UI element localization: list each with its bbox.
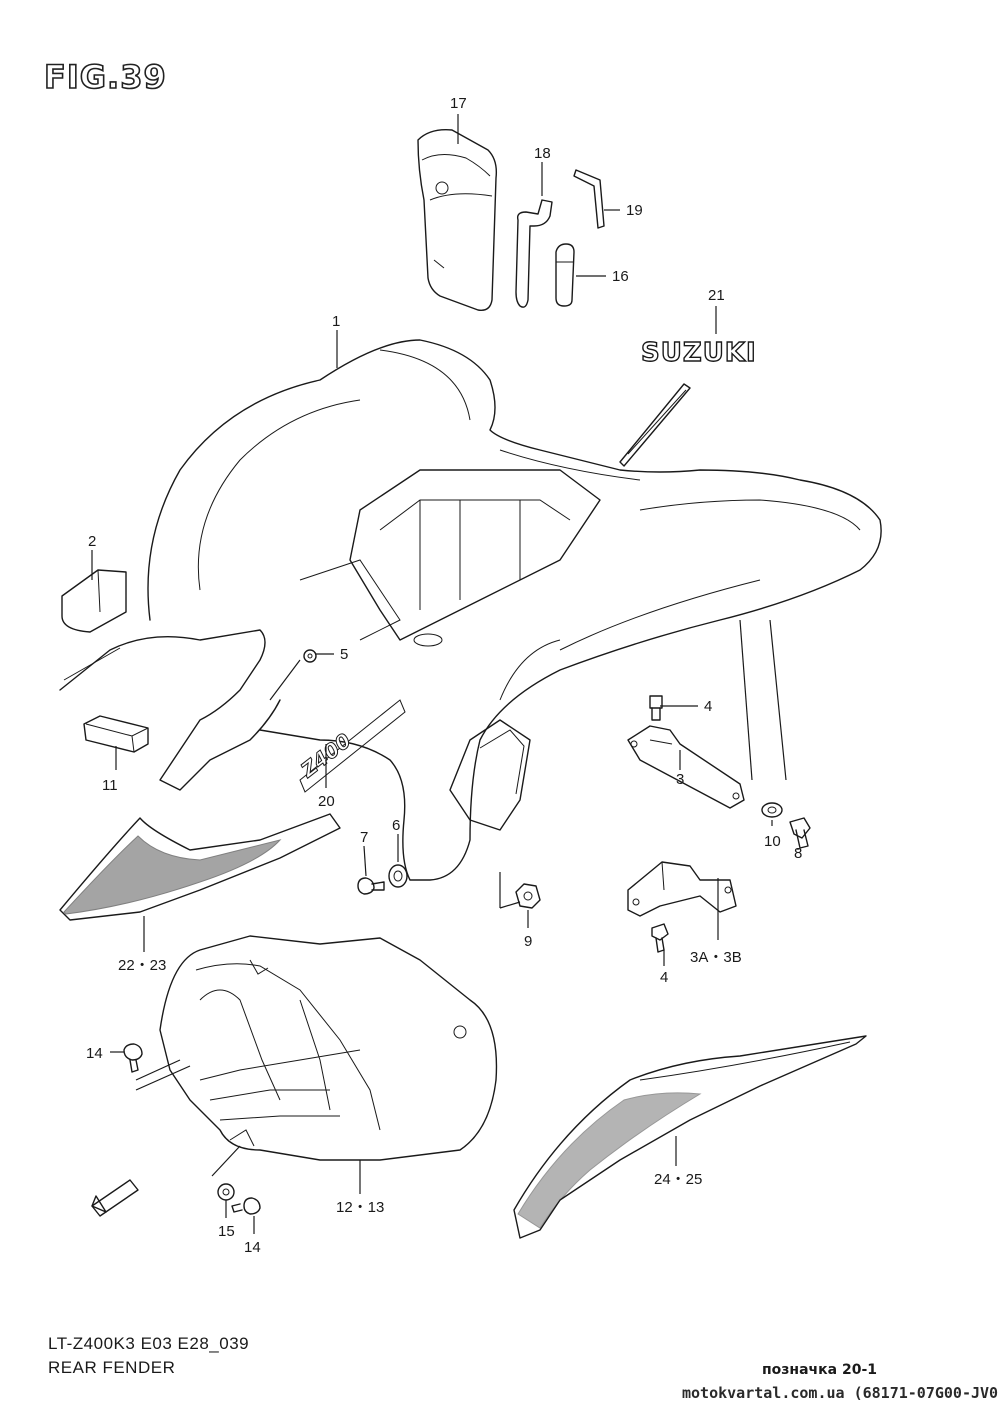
label-11: 11 <box>102 777 118 794</box>
part-7-screw[interactable] <box>357 877 385 895</box>
part-3a-3b-bracket[interactable] <box>627 861 737 917</box>
label-7: 7 <box>360 829 368 846</box>
label-8: 8 <box>794 845 802 862</box>
label-6: 6 <box>392 817 400 834</box>
part-24-25-fender-decal[interactable] <box>513 1035 867 1239</box>
label-17: 17 <box>450 95 467 112</box>
part-21-suzuki-decal[interactable]: SUZUKI <box>640 337 757 368</box>
label-3a-3b: 3A・3B <box>690 949 742 966</box>
leader-lines <box>91 114 799 1234</box>
part-10-washer[interactable] <box>761 802 783 818</box>
label-20: 20 <box>318 793 335 810</box>
label-2: 2 <box>88 533 96 550</box>
stripe-decal[interactable] <box>619 383 691 467</box>
label-4-upper: 4 <box>704 698 712 715</box>
part-11-rubber-block[interactable] <box>83 715 149 753</box>
label-5: 5 <box>340 646 348 663</box>
part-5-clip[interactable] <box>303 649 317 663</box>
label-14-upper: 14 <box>86 1045 103 1062</box>
suzuki-decal-text: SUZUKI <box>641 338 757 368</box>
label-22-23: 22・23 <box>118 957 166 974</box>
part-6-grommet[interactable] <box>388 864 408 888</box>
label-1: 1 <box>332 313 340 330</box>
label-18: 18 <box>534 145 551 162</box>
label-19: 19 <box>626 202 643 219</box>
part-labels: 17 18 19 16 21 1 2 5 4 3 11 20 7 6 10 8 … <box>86 95 802 1256</box>
site-watermark: motokvartal.com.ua (68171-07G00-JV0 <box>682 1384 999 1402</box>
part-14-screw-lower[interactable] <box>231 1197 261 1215</box>
part-3-bracket[interactable] <box>627 725 745 809</box>
part-14-screw-upper[interactable] <box>123 1043 143 1073</box>
part-1-rear-fender[interactable]: Z400 <box>59 339 882 881</box>
part-15-washer[interactable] <box>217 1183 235 1201</box>
part-2-cushion[interactable] <box>61 569 127 633</box>
label-3: 3 <box>676 771 684 788</box>
label-4-lower: 4 <box>660 969 668 986</box>
part-12-13-mud-guard[interactable] <box>159 935 498 1161</box>
part-19-hex-key[interactable] <box>573 169 605 229</box>
part-8-bolt[interactable] <box>789 817 811 849</box>
forward-direction-arrow <box>91 1179 139 1217</box>
label-12-13: 12・13 <box>336 1199 384 1216</box>
figure-title: FIG.39 <box>43 57 167 97</box>
part-18-spanner[interactable] <box>515 199 553 308</box>
part-4-bolt-lower[interactable] <box>651 923 669 953</box>
part-16-grip-tool[interactable] <box>555 243 575 307</box>
section-name: REAR FENDER <box>48 1358 176 1377</box>
label-14-lower: 14 <box>244 1239 261 1256</box>
part-4-bolt-upper[interactable] <box>649 695 663 721</box>
label-15: 15 <box>218 1223 235 1240</box>
label-9: 9 <box>524 933 532 950</box>
label-24-25: 24・25 <box>654 1171 702 1188</box>
label-10: 10 <box>764 833 781 850</box>
label-21: 21 <box>708 287 725 304</box>
label-16: 16 <box>612 268 629 285</box>
model-code: LT-Z400K3 E03 E28_039 <box>48 1334 250 1353</box>
reference-code: позначка 20-1 <box>762 1362 878 1378</box>
part-22-23-side-decal[interactable] <box>59 813 341 921</box>
part-9-nut[interactable] <box>515 883 541 909</box>
part-17-tool-cover[interactable] <box>417 129 498 311</box>
